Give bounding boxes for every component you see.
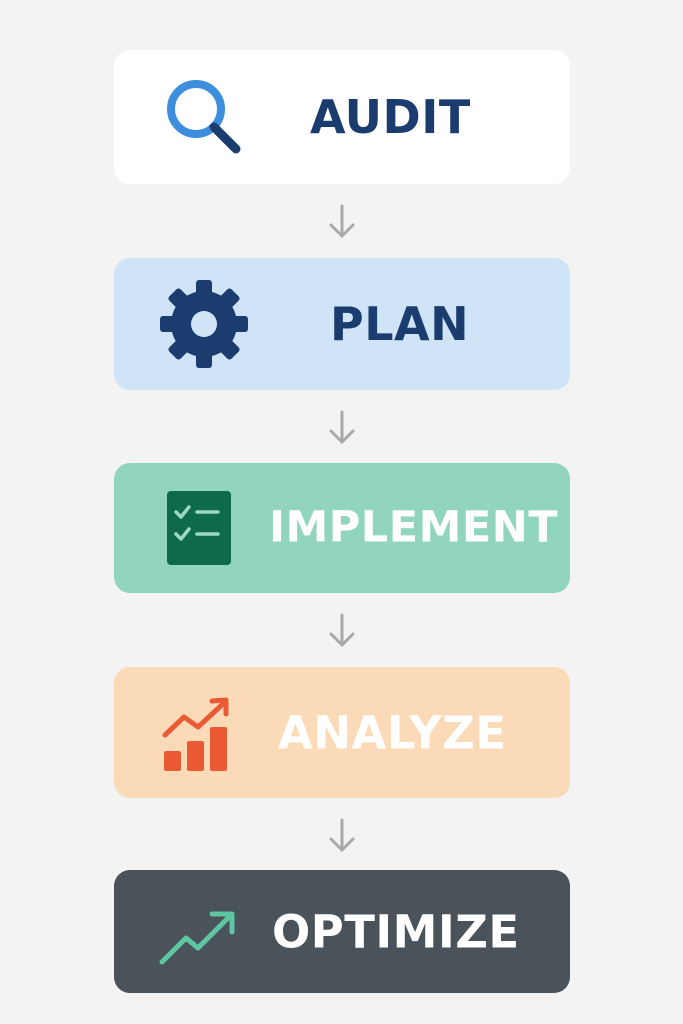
- trend-up-icon: [150, 886, 242, 978]
- step-label: OPTIMIZE: [272, 905, 520, 958]
- step-label: AUDIT: [310, 90, 471, 144]
- step-optimize: OPTIMIZE: [114, 870, 570, 993]
- step-audit: AUDIT: [114, 50, 570, 184]
- step-analyze: ANALYZE: [114, 667, 570, 798]
- magnifier-icon: [158, 71, 250, 163]
- gear-icon: [158, 278, 250, 370]
- bar-chart-growth-icon: [154, 687, 246, 779]
- arrow-down-icon: [329, 410, 355, 444]
- step-plan: PLAN: [114, 258, 570, 390]
- step-implement: IMPLEMENT: [114, 463, 570, 593]
- arrow-down-icon: [329, 204, 355, 238]
- arrow-down-icon: [329, 818, 355, 852]
- step-label: ANALYZE: [278, 706, 507, 759]
- step-label: IMPLEMENT: [269, 502, 559, 553]
- step-label: PLAN: [330, 297, 470, 351]
- arrow-down-icon: [329, 613, 355, 647]
- checklist-icon: [154, 482, 246, 574]
